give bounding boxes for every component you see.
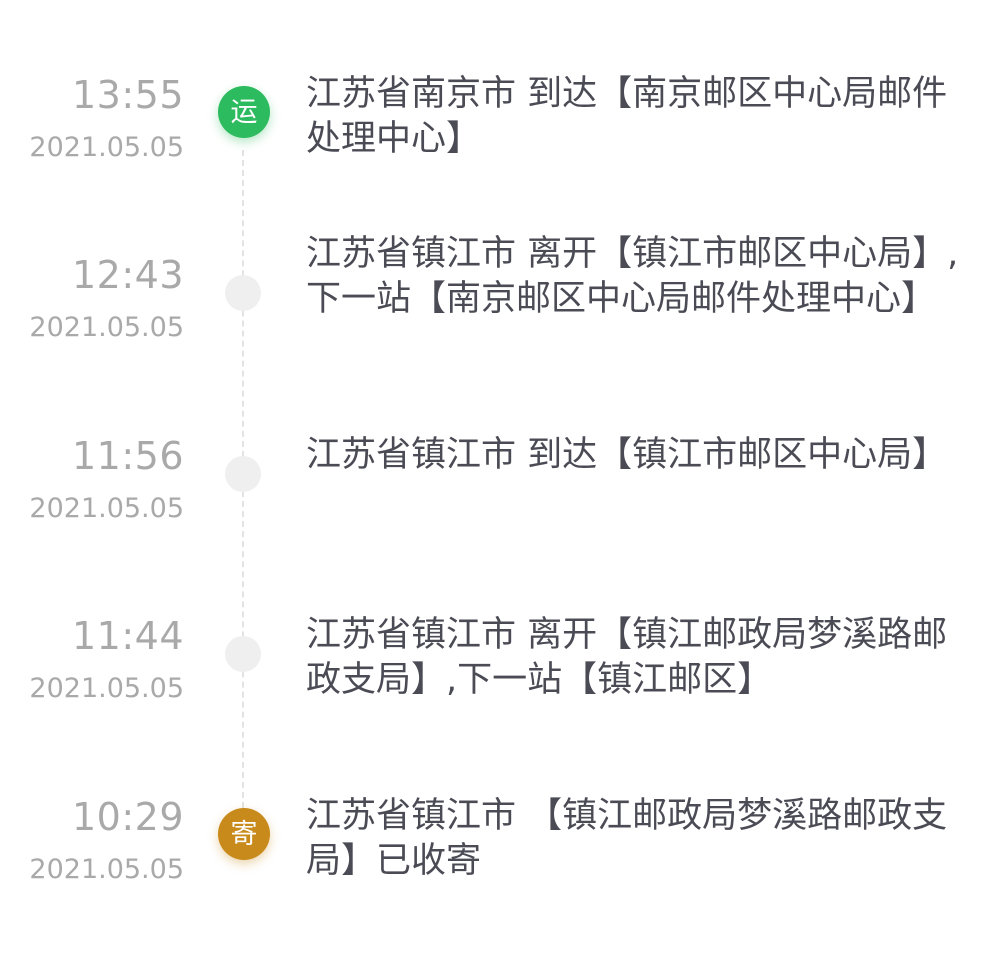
timeline-entry: 13:55 2021.05.05 运 江苏省南京市 到达【南京邮区中心局邮件处理… [0, 72, 1008, 242]
entry-time: 11:56 [71, 434, 184, 478]
entry-time: 12:43 [71, 253, 184, 297]
entry-date: 2021.05.05 [29, 673, 184, 704]
entry-date: 2021.05.05 [29, 312, 184, 343]
timeline-entry: 11:44 2021.05.05 江苏省镇江市 离开【镇江邮政局梦溪路邮政支局】… [0, 613, 1008, 783]
tracking-timeline: 13:55 2021.05.05 运 江苏省南京市 到达【南京邮区中心局邮件处理… [0, 72, 1008, 885]
timeline-dot-icon [225, 456, 261, 492]
entry-time: 11:44 [71, 614, 184, 658]
entry-time: 10:29 [71, 795, 184, 839]
entry-date: 2021.05.05 [29, 493, 184, 524]
entry-description: 江苏省镇江市 离开【镇江市邮区中心局】,下一站【南京邮区中心局邮件处理中心】 [306, 234, 959, 319]
timeline-entry: 11:56 2021.05.05 江苏省镇江市 到达【镇江市邮区中心局】 [0, 433, 1008, 603]
entry-description: 江苏省南京市 到达【南京邮区中心局邮件处理中心】 [306, 74, 948, 159]
collected-badge-icon: 寄 [218, 808, 270, 860]
in-transit-badge-icon: 运 [218, 86, 270, 138]
entry-description: 江苏省镇江市 到达【镇江市邮区中心局】 [306, 435, 948, 475]
timeline-dot-icon [225, 275, 261, 311]
timeline-entry: 12:43 2021.05.05 江苏省镇江市 离开【镇江市邮区中心局】,下一站… [0, 234, 1008, 422]
entry-date: 2021.05.05 [29, 132, 184, 163]
entry-description: 江苏省镇江市 【镇江邮政局梦溪路邮政支局】已收寄 [306, 796, 948, 881]
timeline-entry: 10:29 2021.05.05 寄 江苏省镇江市 【镇江邮政局梦溪路邮政支局】… [0, 794, 1008, 964]
entry-time: 13:55 [71, 73, 184, 117]
entry-description: 江苏省镇江市 离开【镇江邮政局梦溪路邮政支局】,下一站【镇江邮区】 [306, 615, 948, 700]
entry-date: 2021.05.05 [29, 854, 184, 885]
timeline-dot-icon [225, 636, 261, 672]
